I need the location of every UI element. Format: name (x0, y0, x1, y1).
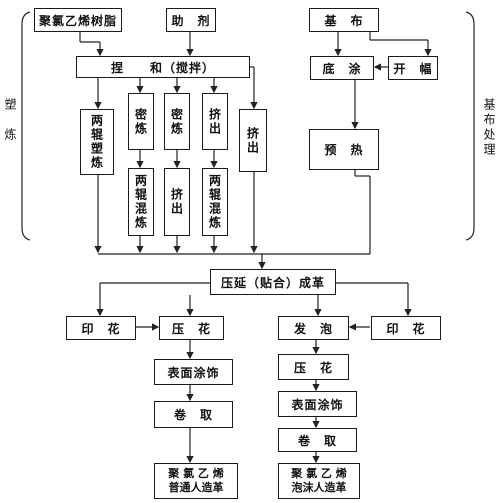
box-product-ordinary-leather: 聚 氯 乙 烯 普通人造革 (154, 463, 238, 499)
box-preheat: 预 热 (309, 129, 379, 170)
box-bottom-coat: 底 涂 (310, 56, 374, 80)
box-two-roll-plasticizing: 两辊塑炼 (80, 109, 114, 175)
box-extrude-1: 挤出 (202, 93, 228, 150)
box-surface-coat-left: 表面涂饰 (154, 359, 233, 385)
box-banbury-1: 密炼 (128, 93, 154, 150)
product-left-line2: 普通人造革 (168, 481, 224, 494)
left-bracket (21, 11, 31, 241)
box-banbury-2: 密炼 (164, 93, 190, 150)
box-calender: 压延（贴合）成革 (210, 269, 336, 295)
box-slitting: 开 幅 (388, 56, 438, 80)
box-two-roll-mixing-1: 两辊混炼 (128, 168, 154, 236)
box-extrude-2: 挤出 (239, 109, 267, 172)
box-pvc-resin: 聚氯乙烯树脂 (34, 8, 122, 32)
box-surface-coat-right: 表面涂饰 (278, 391, 357, 417)
box-foaming: 发 泡 (278, 316, 349, 340)
box-emboss-left: 压 花 (159, 316, 224, 340)
box-two-roll-mixing-2: 两辊混炼 (202, 168, 228, 236)
side-label-plasticizing: 塑 炼 (3, 98, 17, 143)
product-right-line1: 聚 氯 乙 烯 (291, 467, 347, 480)
product-left-line1: 聚 氯 乙 烯 (168, 467, 224, 480)
side-label-base-fabric-treatment: 基布处理 (482, 98, 496, 158)
box-extrude-3: 挤出 (164, 168, 190, 236)
box-additives: 助 剂 (166, 8, 216, 32)
box-windup-left: 卷 取 (154, 401, 233, 428)
box-print-right: 印 花 (371, 316, 441, 340)
box-print-left: 印 花 (66, 316, 136, 340)
box-base-fabric: 基 布 (309, 8, 379, 32)
box-kneading: 捏 和（搅拌） (76, 56, 250, 78)
box-windup-right: 卷 取 (278, 428, 357, 452)
product-right-line2: 泡沫人造革 (291, 481, 347, 494)
box-emboss-right: 压 花 (278, 354, 349, 380)
right-bracket (465, 11, 475, 241)
box-product-foam-leather: 聚 氯 乙 烯 泡沫人造革 (278, 463, 360, 499)
